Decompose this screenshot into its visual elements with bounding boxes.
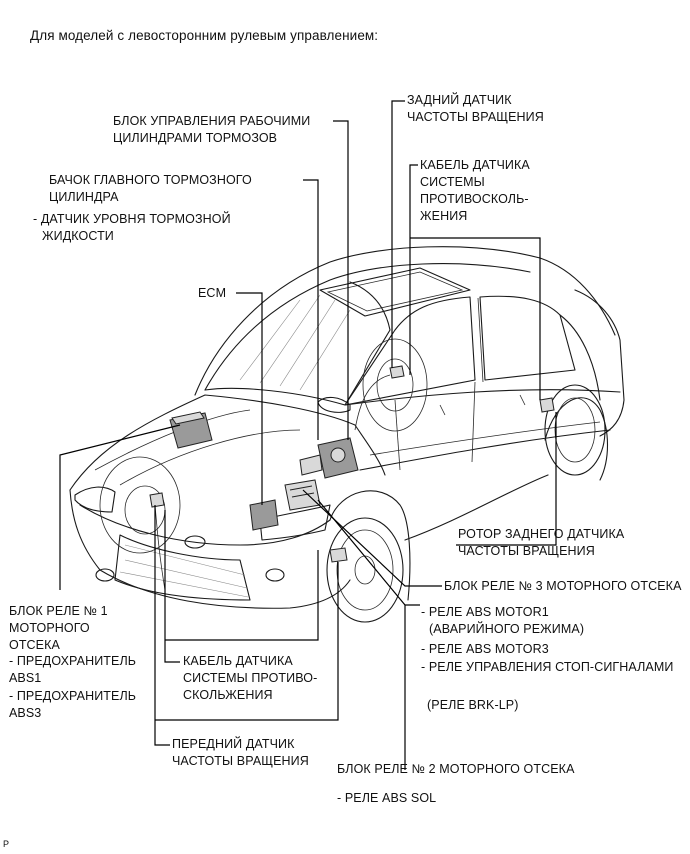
label-line: МОТОРНОГО (9, 621, 90, 635)
label-line: ЖЕНИЯ (420, 209, 468, 223)
label-line: ЧАСТОТЫ ВРАЩЕНИЯ (458, 544, 595, 558)
label-fuse-abs1: - ПРЕДОХРАНИТЕЛЬ ABS1 (9, 653, 136, 687)
label-relay-block-3: БЛОК РЕЛЕ № 3 МОТОРНОГО ОТСЕКА (444, 579, 682, 593)
label-relay-abs-sol: - РЕЛЕ ABS SOL (337, 791, 437, 805)
label-brake-fluid-level: - ДАТЧИК УРОВНЯ ТОРМОЗНОЙ ЖИДКОСТИ (33, 211, 231, 245)
label-line: (АВАРИЙНОГО РЕЖИМА) (429, 622, 585, 636)
label-relay-abs-motor1: - РЕЛЕ ABS MOTOR1 (АВАРИЙНОГО РЕЖИМА) (421, 604, 584, 638)
car-body (69, 246, 625, 623)
label-line: ABS3 (9, 706, 42, 720)
label-relay-block-2: БЛОК РЕЛЕ № 2 МОТОРНОГО ОТСЕКА (337, 762, 575, 776)
label-line: ЧАСТОТЫ ВРАЩЕНИЯ (172, 754, 309, 768)
label-line: ПРОТИВОСКОЛЬ- (420, 192, 529, 206)
label-brake-actuator: БЛОК УПРАВЛЕНИЯ РАБОЧИМИ ЦИЛИНДРАМИ ТОРМ… (113, 113, 310, 147)
label-line: ЧАСТОТЫ ВРАЩЕНИЯ (407, 110, 544, 124)
label-line: ОТСЕКА (9, 638, 60, 652)
label-line: БЛОК УПРАВЛЕНИЯ РАБОЧИМИ (113, 114, 311, 128)
label-relay-block-1: БЛОК РЕЛЕ № 1 МОТОРНОГО ОТСЕКА (9, 603, 108, 654)
label-line: - ПРЕДОХРАНИТЕЛЬ (9, 689, 137, 703)
label-relay-brk-lp: (РЕЛЕ BRK-LP) (427, 698, 519, 712)
label-line: КАБЕЛЬ ДАТЧИКА (183, 654, 293, 668)
label-rear-sensor-wire: КАБЕЛЬ ДАТЧИКА СИСТЕМЫ ПРОТИВОСКОЛЬ- ЖЕН… (420, 157, 530, 225)
label-line: - ДАТЧИК УРОВНЯ ТОРМОЗНОЙ (33, 212, 231, 226)
label-rear-speed-sensor: ЗАДНИЙ ДАТЧИК ЧАСТОТЫ ВРАЩЕНИЯ (407, 92, 544, 126)
label-line: СКОЛЬЖЕНИЯ (183, 688, 273, 702)
label-rear-rotor: РОТОР ЗАДНЕГО ДАТЧИКА ЧАСТОТЫ ВРАЩЕНИЯ (458, 526, 624, 560)
corner-mark: P (3, 839, 10, 849)
label-relay-stop: - РЕЛЕ УПРАВЛЕНИЯ СТОП-СИГНАЛАМИ (421, 660, 674, 674)
label-ecm: ECM (198, 286, 227, 300)
label-line: СИСТЕМЫ (420, 175, 485, 189)
leader-lines (59, 100, 557, 770)
label-line: ЖИДКОСТИ (42, 229, 114, 243)
label-relay-abs-motor3: - РЕЛЕ ABS MOTOR3 (421, 642, 549, 656)
label-master-cylinder: БАЧОК ГЛАВНОГО ТОРМОЗНОГО ЦИЛИНДРА (49, 172, 252, 206)
label-line: СИСТЕМЫ ПРОТИВО- (183, 671, 318, 685)
label-front-sensor-wire: КАБЕЛЬ ДАТЧИКА СИСТЕМЫ ПРОТИВО- СКОЛЬЖЕН… (183, 653, 317, 704)
label-line: КАБЕЛЬ ДАТЧИКА (420, 158, 530, 172)
label-line: ЦИЛИНДРАМИ ТОРМОЗОВ (113, 131, 278, 145)
components (149, 365, 555, 591)
label-line: БЛОК РЕЛЕ № 1 (9, 604, 108, 618)
label-line: - РЕЛЕ ABS MOTOR1 (421, 605, 549, 619)
label-line: ЦИЛИНДРА (49, 190, 119, 204)
label-line: БАЧОК ГЛАВНОГО ТОРМОЗНОГО (49, 173, 252, 187)
label-front-speed-sensor: ПЕРЕДНИЙ ДАТЧИК ЧАСТОТЫ ВРАЩЕНИЯ (172, 736, 309, 770)
label-line: ЗАДНИЙ ДАТЧИК (407, 93, 512, 107)
label-line: ABS1 (9, 671, 42, 685)
label-line: - ПРЕДОХРАНИТЕЛЬ (9, 654, 137, 668)
label-line: РОТОР ЗАДНЕГО ДАТЧИКА (458, 527, 625, 541)
diagram-heading: Для моделей с левосторонним рулевым упра… (30, 28, 379, 43)
label-line: ПЕРЕДНИЙ ДАТЧИК (172, 737, 295, 751)
label-fuse-abs3: - ПРЕДОХРАНИТЕЛЬ ABS3 (9, 688, 136, 722)
